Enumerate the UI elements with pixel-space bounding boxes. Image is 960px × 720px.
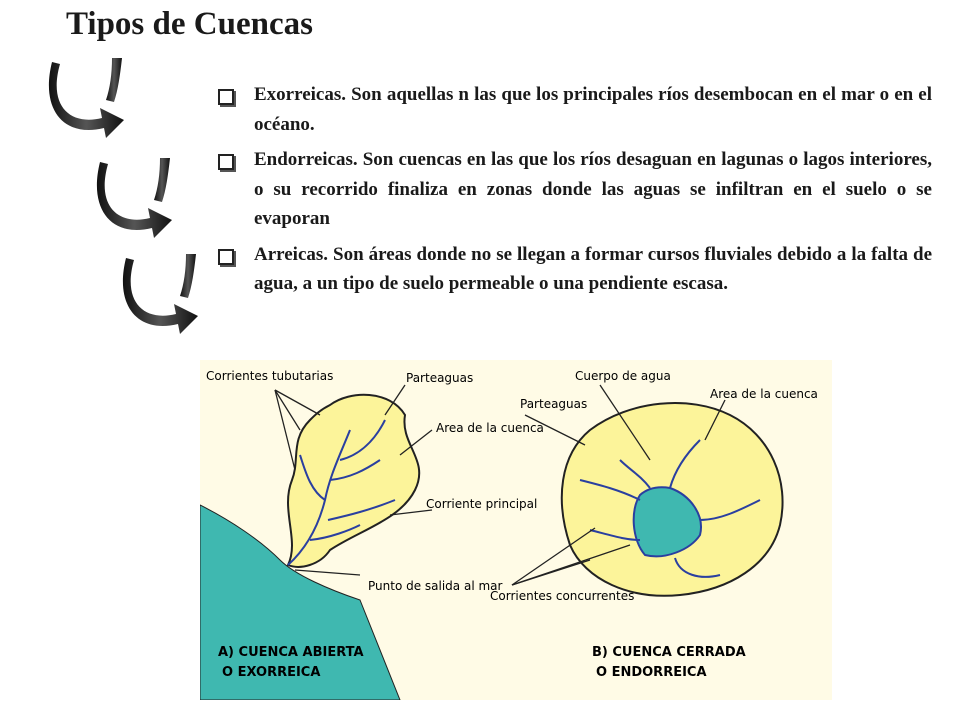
label-concurrentes: Corrientes concurrentes xyxy=(490,589,634,603)
checkbox-bullet-icon xyxy=(218,248,234,265)
curved-down-arrow-icon xyxy=(96,158,172,238)
bullet-text: Exorreicas. Son aquellas n las que los p… xyxy=(254,84,932,135)
caption-right-line2: O ENDORREICA xyxy=(596,665,707,680)
caption-left-line2: O EXORREICA xyxy=(222,665,320,680)
list-item: Endorreicas. Son cuencas en las que los … xyxy=(214,145,932,234)
caption-left-line1: A) CUENCA ABIERTA xyxy=(218,645,364,660)
curved-arrows-decor xyxy=(48,58,198,334)
basin-diagram: Corrientes tubutarias Parteaguas Area de… xyxy=(199,360,832,701)
curved-down-arrow-icon xyxy=(122,254,198,334)
label-parteaguas-left: Parteaguas xyxy=(406,371,473,385)
open-basin-rivers xyxy=(287,419,396,566)
label-area-right: Area de la cuenca xyxy=(710,387,818,401)
page-title: Tipos de Cuencas xyxy=(66,6,313,42)
label-parteaguas-right: Parteaguas xyxy=(520,397,587,411)
caption-right-line1: B) CUENCA CERRADA xyxy=(592,645,746,660)
basin-diagram-svg: Corrientes tubutarias Parteaguas Area de… xyxy=(199,369,818,701)
list-item: Arreicas. Son áreas donde no se llegan a… xyxy=(214,240,932,299)
bullet-text: Arreicas. Son áreas donde no se llegan a… xyxy=(254,243,932,295)
label-cuerpo: Cuerpo de agua xyxy=(575,369,671,383)
closed-basin-rivers xyxy=(579,439,761,578)
list-item: Exorreicas. Son aquellas n las que los p… xyxy=(214,80,932,139)
leader-lines xyxy=(274,384,726,586)
basin-types-list: Exorreicas. Son aquellas n las que los p… xyxy=(214,80,932,305)
checkbox-bullet-icon xyxy=(218,89,234,105)
water-body-shape xyxy=(632,486,702,558)
curved-down-arrow-icon xyxy=(48,58,124,138)
label-area-left: Area de la cuenca xyxy=(436,421,544,435)
label-principal: Corriente principal xyxy=(426,497,537,511)
label-salida: Punto de salida al mar xyxy=(368,579,503,593)
checkbox-bullet-icon xyxy=(218,154,234,170)
bullet-text: Endorreicas. Son cuencas en las que los … xyxy=(254,149,932,229)
sea-shape xyxy=(199,504,401,701)
open-basin-shape xyxy=(286,393,421,568)
label-tributarias: Corrientes tubutarias xyxy=(206,369,333,383)
